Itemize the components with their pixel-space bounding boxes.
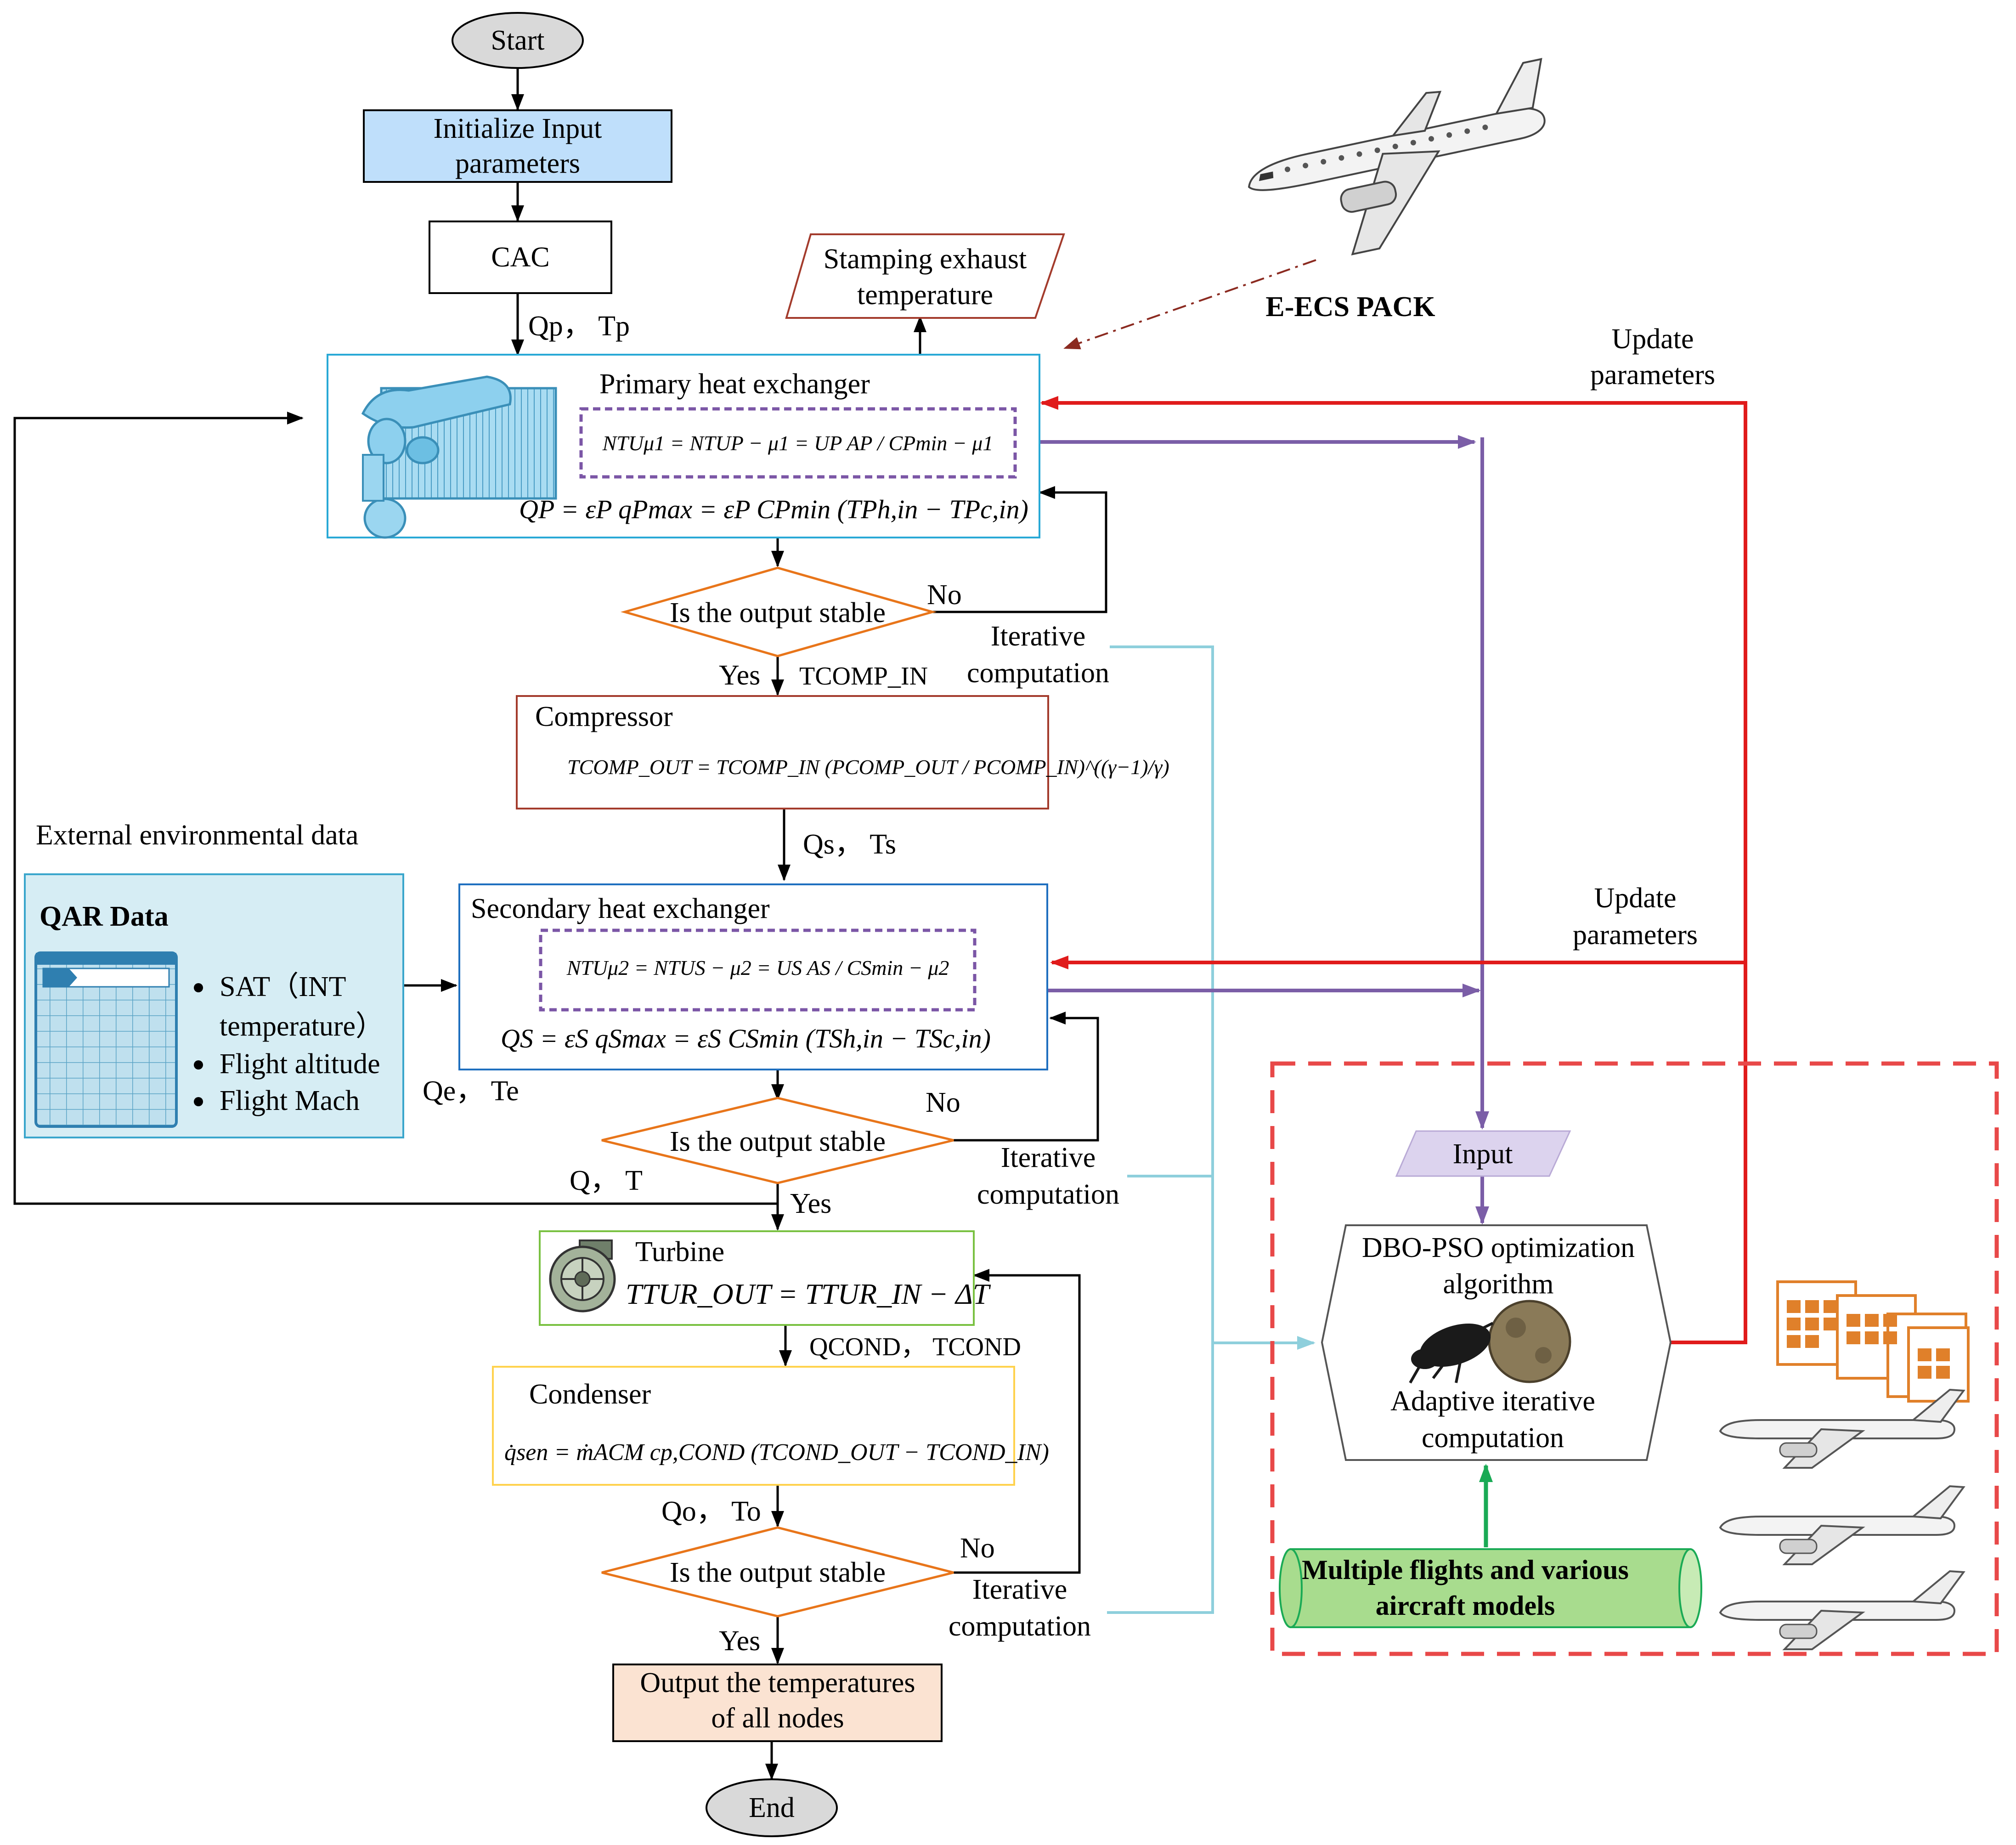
qar-item-sat: SAT（INT xyxy=(220,971,346,1002)
output-temperatures-box: Output the temperatures of all nodes xyxy=(612,1664,943,1742)
qe-te-label: Qe， Te xyxy=(423,1075,519,1107)
end-terminal: End xyxy=(706,1778,838,1837)
stamping-label-2: temperature xyxy=(857,279,993,311)
init-label-2: parameters xyxy=(455,148,580,179)
iter2-label-2: computation xyxy=(977,1179,1119,1210)
update1-label-2: parameters xyxy=(1590,359,1715,391)
adaptive-label-2: computation xyxy=(1422,1422,1564,1454)
update2-label-2: parameters xyxy=(1573,919,1698,951)
end-label: End xyxy=(749,1792,795,1823)
initialize-input-box: Initialize Input parameters xyxy=(363,109,672,183)
input-parallelogram: Input xyxy=(1395,1130,1571,1177)
qar-item-altitude: Flight altitude xyxy=(220,1048,380,1080)
iter1-label-2: computation xyxy=(967,657,1109,689)
compressor-equation: TCOMP_OUT = TCOMP_IN (PCOMP_OUT / PCOMP_… xyxy=(567,755,1169,779)
main-flow-arrows xyxy=(13,68,1107,1780)
decision2-label: Is the output stable xyxy=(670,1126,886,1157)
aircraft-icon xyxy=(1248,58,1546,255)
heat-exchanger-icon xyxy=(361,375,557,539)
yes2-label: Yes xyxy=(790,1188,831,1219)
decision-stable-2: Is the output stable xyxy=(601,1097,954,1184)
qo-to-label: Qo， To xyxy=(661,1496,761,1527)
no3-label: No xyxy=(960,1533,995,1564)
yes1-label: Yes xyxy=(719,660,760,691)
qar-table-icon xyxy=(34,951,178,1128)
start-terminal: Start xyxy=(452,12,584,69)
calendar-grid-icon xyxy=(1776,1280,1970,1403)
compressor-title: Compressor xyxy=(535,701,673,732)
secondary-heat-exchanger-box: Secondary heat exchanger NTUμ2 = NTUS − … xyxy=(458,883,1048,1070)
condenser-box: Condenser q̇sen = ṁACM cp,COND (TCOND_OU… xyxy=(492,1366,1049,1486)
secondary-heat-equation: QS = εS qSmax = εS CSmin (TSh,in − TSc,i… xyxy=(501,1024,991,1053)
multiple-flights-cylinder: Multiple flights and various aircraft mo… xyxy=(1279,1548,1702,1628)
multi-label-1: Multiple flights and various xyxy=(1302,1555,1629,1585)
secondary-ntu-equation: NTUμ2 = NTUS − μ2 = US AS / CSmin − μ2 xyxy=(566,956,949,979)
start-label: Start xyxy=(491,25,544,56)
turbine-icon xyxy=(549,1239,616,1313)
qcond-tcond-label: QCOND， TCOND xyxy=(809,1333,1021,1361)
no1-label: No xyxy=(927,579,962,611)
aircraft-fleet-icon xyxy=(1719,1388,1965,1650)
decision1-label: Is the output stable xyxy=(670,597,886,628)
qar-item-mach: Flight Mach xyxy=(220,1085,360,1116)
stamping-label-1: Stamping exhaust xyxy=(824,243,1027,275)
dung-beetle-icon xyxy=(1409,1300,1571,1384)
optimization-region xyxy=(1270,1061,1999,1656)
primary-title: Primary heat exchanger xyxy=(599,368,870,400)
qar-data-panel: QAR Data SAT（INT temperature） Flight alt… xyxy=(24,873,404,1138)
cac-label: CAC xyxy=(491,242,549,273)
update1-label-1: Update xyxy=(1611,323,1694,355)
eecs-pack-label: E-ECS PACK xyxy=(1265,291,1435,323)
condenser-equation: q̇sen = ṁACM cp,COND (TCOND_OUT − TCOND_… xyxy=(504,1439,1049,1466)
multi-label-2: aircraft models xyxy=(1376,1590,1555,1621)
update2-label-1: Update xyxy=(1594,883,1676,914)
iter2-label-1: Iterative xyxy=(1001,1142,1096,1173)
output-label-2: of all nodes xyxy=(711,1703,844,1734)
no2-label: No xyxy=(926,1087,960,1118)
iter1-label-1: Iterative xyxy=(991,621,1086,652)
input-label: Input xyxy=(1453,1138,1513,1170)
stamping-exhaust-parallelogram: Stamping exhaust temperature xyxy=(785,233,1065,319)
decision-stable-3: Is the output stable xyxy=(601,1526,954,1618)
primary-heat-equation: QP = εP qPmax = εP CPmin (TPh,in − TPc,i… xyxy=(519,494,1028,524)
qar-title: QAR Data xyxy=(40,901,169,932)
turbine-equation: TTUR_OUT = TTUR_IN − ΔT xyxy=(626,1278,991,1310)
q-t-label: Q， T xyxy=(570,1165,643,1196)
external-env-label: External environmental data xyxy=(36,820,358,851)
iteration-lines xyxy=(1107,645,1316,1614)
primary-ntu-equation: NTUμ1 = NTUP − μ1 = UP AP / CPmin − μ1 xyxy=(602,431,994,455)
dbo-label-2: algorithm xyxy=(1443,1268,1553,1300)
iter3-label-1: Iterative xyxy=(972,1574,1067,1605)
condenser-title: Condenser xyxy=(529,1379,651,1410)
secondary-title: Secondary heat exchanger xyxy=(471,893,770,924)
update-red-arrows xyxy=(1040,396,1747,1344)
cac-box: CAC xyxy=(429,221,612,294)
output-label-1: Output the temperatures xyxy=(640,1667,915,1698)
pack-link-arrow xyxy=(1063,259,1316,350)
compressor-box: Compressor TCOMP_OUT = TCOMP_IN (PCOMP_O… xyxy=(516,695,1169,809)
adaptive-label-1: Adaptive iterative xyxy=(1390,1386,1595,1417)
decision3-label: Is the output stable xyxy=(670,1557,886,1588)
input-purple-arrows xyxy=(975,435,1489,1225)
init-label-1: Initialize Input xyxy=(434,113,602,144)
qp-tp-label: Qp， Tp xyxy=(528,311,630,342)
decision-stable-1: Is the output stable xyxy=(620,566,937,657)
turbine-title: Turbine xyxy=(635,1236,724,1268)
dbo-label-1: DBO-PSO optimization xyxy=(1362,1232,1635,1263)
yes3-label: Yes xyxy=(719,1625,760,1657)
iter3-label-2: computation xyxy=(949,1611,1091,1642)
qar-item-temperature: temperature） xyxy=(220,1011,384,1042)
qs-ts-label: Qs， Ts xyxy=(803,829,896,860)
tcomp-in-label: TCOMP_IN xyxy=(799,662,928,690)
